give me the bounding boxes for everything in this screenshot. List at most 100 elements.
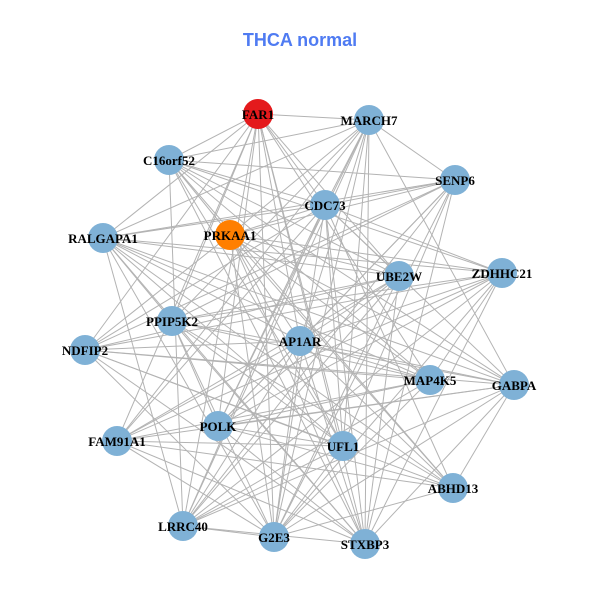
edge-FAR1-G2E3 xyxy=(257,113,275,538)
edge-PPIP5K2-ABHD13 xyxy=(171,320,454,489)
node-AP1AR[interactable]: AP1AR xyxy=(279,326,322,356)
edge-C16orf52-UFL1 xyxy=(168,159,344,447)
node-label: C16orf52 xyxy=(143,153,195,168)
edge-FAM91A1-G2E3 xyxy=(116,440,275,538)
edge-CDC73-G2E3 xyxy=(273,204,326,538)
node-circle[interactable] xyxy=(350,529,380,559)
node-label: RALGAPA1 xyxy=(68,231,138,246)
node-ABHD13[interactable]: ABHD13 xyxy=(428,473,479,503)
edge-PRKAA1-ABHD13 xyxy=(229,234,454,489)
edge-C16orf52-ABHD13 xyxy=(168,159,454,489)
node-MARCH7[interactable]: MARCH7 xyxy=(340,105,398,135)
edge-NDFIP2-STXBP3 xyxy=(84,349,366,545)
node-NDFIP2[interactable]: NDFIP2 xyxy=(62,335,108,365)
node-LRRC40[interactable]: LRRC40 xyxy=(158,511,208,541)
node-circle[interactable] xyxy=(70,335,100,365)
node-FAM91A1[interactable]: FAM91A1 xyxy=(88,426,146,456)
node-circle[interactable] xyxy=(243,99,273,129)
node-circle[interactable] xyxy=(102,426,132,456)
edge-ZDHHC21-PPIP5K2 xyxy=(171,272,503,322)
node-label: UFL1 xyxy=(327,439,360,454)
edge-CDC73-PRKAA1 xyxy=(229,204,326,236)
edge-PRKAA1-AP1AR xyxy=(229,234,301,342)
edge-SENP6-UFL1 xyxy=(342,179,456,447)
edge-CDC73-ABHD13 xyxy=(324,204,454,489)
node-FAR1[interactable]: FAR1 xyxy=(242,99,274,129)
edge-PRKAA1-ZDHHC21 xyxy=(229,234,503,274)
node-circle[interactable] xyxy=(354,105,384,135)
node-circle[interactable] xyxy=(168,511,198,541)
edge-UBE2W-AP1AR xyxy=(299,275,400,342)
node-STXBP3[interactable]: STXBP3 xyxy=(341,529,390,559)
edge-PPIP5K2-GABPA xyxy=(171,320,515,386)
node-circle[interactable] xyxy=(415,365,445,395)
edge-SENP6-CDC73 xyxy=(324,179,456,206)
node-circle[interactable] xyxy=(259,522,289,552)
node-PRKAA1[interactable]: PRKAA1 xyxy=(204,220,257,250)
edge-FAR1-LRRC40 xyxy=(182,113,259,527)
node-circle[interactable] xyxy=(499,370,529,400)
edge-NDFIP2-G2E3 xyxy=(84,349,275,538)
node-CDC73[interactable]: CDC73 xyxy=(304,190,346,220)
node-circle[interactable] xyxy=(438,473,468,503)
edge-C16orf52-SENP6 xyxy=(168,159,456,181)
edge-PRKAA1-STXBP3 xyxy=(229,234,366,545)
node-circle[interactable] xyxy=(215,220,245,250)
edge-CDC73-GABPA xyxy=(324,204,515,386)
node-circle[interactable] xyxy=(285,326,315,356)
node-UFL1[interactable]: UFL1 xyxy=(327,431,360,461)
node-C16orf52[interactable]: C16orf52 xyxy=(143,145,195,175)
node-circle[interactable] xyxy=(88,223,118,253)
edge-MARCH7-PPIP5K2 xyxy=(171,119,370,322)
edge-MARCH7-AP1AR xyxy=(299,119,370,342)
node-G2E3[interactable]: G2E3 xyxy=(258,522,290,552)
node-circle[interactable] xyxy=(203,411,233,441)
edge-AP1AR-MAP4K5 xyxy=(299,340,431,381)
node-circle[interactable] xyxy=(154,145,184,175)
node-circle[interactable] xyxy=(310,190,340,220)
node-circle[interactable] xyxy=(157,306,187,336)
edge-SENP6-RALGAPA1 xyxy=(102,179,456,239)
node-SENP6[interactable]: SENP6 xyxy=(435,165,475,195)
node-label: GABPA xyxy=(492,378,537,393)
edge-FAM91A1-STXBP3 xyxy=(116,440,366,545)
edge-UBE2W-LRRC40 xyxy=(182,275,400,527)
edge-FAR1-CDC73 xyxy=(257,113,326,206)
edge-ZDHHC21-FAM91A1 xyxy=(116,272,503,442)
node-label: CDC73 xyxy=(304,198,346,213)
node-circle[interactable] xyxy=(440,165,470,195)
edge-PPIP5K2-POLK xyxy=(171,320,219,427)
node-PPIP5K2[interactable]: PPIP5K2 xyxy=(146,306,198,336)
edge-CDC73-LRRC40 xyxy=(182,204,326,527)
node-MAP4K5[interactable]: MAP4K5 xyxy=(404,365,457,395)
chart-title: THCA normal xyxy=(242,30,358,50)
edge-RALGAPA1-AP1AR xyxy=(102,237,301,342)
edge-CDC73-NDFIP2 xyxy=(84,204,326,351)
edge-MARCH7-C16orf52 xyxy=(168,119,370,161)
node-GABPA[interactable]: GABPA xyxy=(492,370,537,400)
node-circle[interactable] xyxy=(487,258,517,288)
edge-ZDHHC21-STXBP3 xyxy=(364,272,503,545)
node-circle[interactable] xyxy=(328,431,358,461)
edge-ZDHHC21-MAP4K5 xyxy=(429,272,503,381)
node-POLK[interactable]: POLK xyxy=(200,411,238,441)
node-label: PRKAA1 xyxy=(204,228,257,243)
edge-AP1AR-LRRC40 xyxy=(182,340,301,527)
edge-CDC73-UFL1 xyxy=(324,204,344,447)
edge-RALGAPA1-ABHD13 xyxy=(102,237,454,489)
edge-CDC73-ZDHHC21 xyxy=(324,204,503,274)
edge-PRKAA1-UBE2W xyxy=(229,234,400,277)
edge-CDC73-FAM91A1 xyxy=(116,204,326,442)
node-UBE2W[interactable]: UBE2W xyxy=(376,261,422,291)
edge-ZDHHC21-POLK xyxy=(217,272,503,427)
edge-PRKAA1-MAP4K5 xyxy=(229,234,431,381)
node-circle[interactable] xyxy=(384,261,414,291)
node-ZDHHC21[interactable]: ZDHHC21 xyxy=(472,258,533,288)
node-RALGAPA1[interactable]: RALGAPA1 xyxy=(68,223,138,253)
edge-PRKAA1-NDFIP2 xyxy=(84,234,231,351)
node-label: STXBP3 xyxy=(341,537,390,552)
edge-FAM91A1-ABHD13 xyxy=(116,440,454,489)
edge-FAR1-RALGAPA1 xyxy=(102,113,259,239)
